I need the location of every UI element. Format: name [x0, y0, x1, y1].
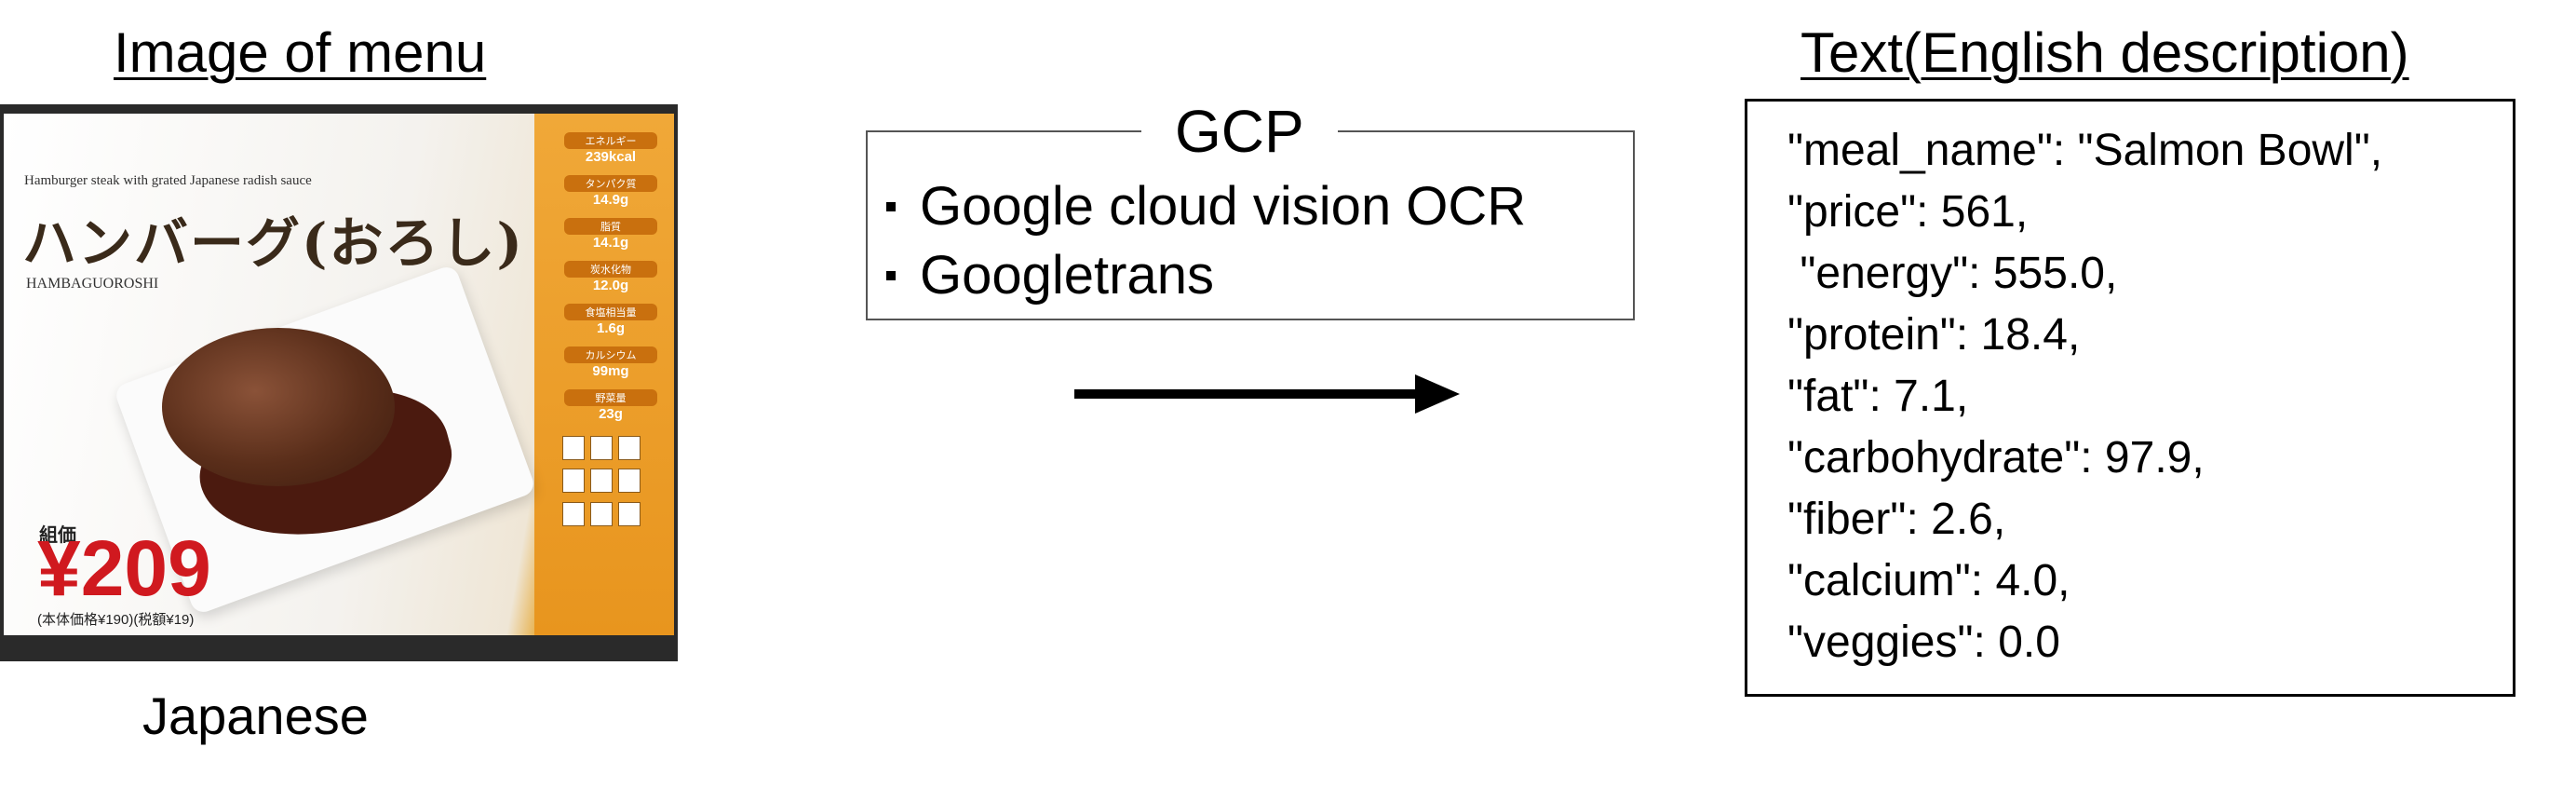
allergen-icon — [590, 469, 613, 494]
allergen-icon — [618, 436, 641, 460]
nutrition-label: 脂質 — [564, 218, 657, 235]
allergen-icon — [590, 436, 613, 460]
gcp-item-label: Google cloud vision OCR — [920, 176, 1527, 237]
nutrition-item: 食塩相当量 1.6g — [564, 304, 657, 336]
json-line: "calcium": 4.0, — [1787, 556, 2070, 605]
gcp-item-ocr: Google cloud vision OCR — [886, 175, 1526, 238]
allergen-icon — [562, 469, 585, 494]
json-line: "veggies": 0.0 — [1787, 618, 2060, 667]
nutrition-item: タンパク質 14.9g — [564, 175, 657, 208]
nutrition-value: 99mg — [592, 363, 629, 379]
menu-romaji-title: HAMBAGUOROSHI — [26, 276, 159, 292]
nutrition-item: エネルギー 239kcal — [564, 132, 657, 165]
allergen-icons — [562, 436, 641, 529]
language-caption: Japanese — [142, 686, 369, 745]
menu-image-heading: Image of menu — [114, 21, 487, 84]
json-line: "fiber": 2.6, — [1787, 495, 2006, 544]
nutrition-value: 1.6g — [596, 320, 625, 336]
json-line: "carbohydrate": 97.9, — [1787, 433, 2205, 482]
nutrition-label: 野菜量 — [564, 389, 657, 406]
text-output-box — [1745, 99, 2515, 697]
json-line: "protein": 18.4, — [1787, 310, 2081, 360]
json-line: "meal_name": "Salmon Bowl", — [1787, 126, 2383, 175]
menu-japanese-title: ハンバーグ(おろし) — [22, 211, 524, 275]
allergen-icon — [562, 501, 585, 526]
nutrition-value: 239kcal — [585, 149, 637, 165]
json-line: "energy": 555.0, — [1787, 249, 2118, 298]
menu-card: Hamburger steak with grated Japanese rad… — [4, 114, 674, 635]
menu-price: ¥209 — [37, 524, 211, 612]
nutrition-value: 12.0g — [592, 278, 629, 293]
nutrition-value: 14.1g — [592, 235, 629, 251]
nutrition-label: エネルギー — [564, 132, 657, 149]
menu-photo: Hamburger steak with grated Japanese rad… — [0, 104, 678, 661]
bullet-icon — [886, 201, 896, 211]
allergen-icon — [590, 501, 613, 526]
nutrition-item: カルシウム 99mg — [564, 346, 657, 379]
allergen-icon — [562, 436, 585, 460]
nutrition-label: カルシウム — [564, 346, 657, 363]
nutrition-item: 脂質 14.1g — [564, 218, 657, 251]
right-arrow-icon — [1074, 374, 1460, 414]
gcp-title: GCP — [1141, 97, 1338, 166]
gcp-item-label: Googletrans — [920, 245, 1214, 306]
bullet-icon — [886, 270, 896, 280]
nutrition-label: 炭水化物 — [564, 261, 657, 278]
json-line: "fat": 7.1, — [1787, 372, 1969, 421]
text-output-heading: Text(English description) — [1801, 21, 2409, 84]
hamburger-steak — [162, 328, 395, 486]
nutrition-value: 23g — [599, 406, 623, 422]
allergen-icon — [618, 469, 641, 494]
gcp-item-translate: Googletrans — [886, 244, 1214, 306]
nutrition-label: 食塩相当量 — [564, 304, 657, 320]
price-label: 組価 — [39, 525, 76, 546]
nutrition-sidebar — [534, 114, 674, 635]
nutrition-value: 14.9g — [592, 192, 629, 208]
price-note: (本体価格¥190)(税額¥19) — [37, 612, 195, 628]
nutrition-label: タンパク質 — [564, 175, 657, 192]
nutrition-item: 野菜量 23g — [564, 389, 657, 422]
menu-english-title: Hamburger steak with grated Japanese rad… — [24, 173, 312, 188]
nutrition-item: 炭水化物 12.0g — [564, 261, 657, 293]
allergen-icon — [618, 501, 641, 526]
json-line: "price": 561, — [1787, 187, 2029, 237]
